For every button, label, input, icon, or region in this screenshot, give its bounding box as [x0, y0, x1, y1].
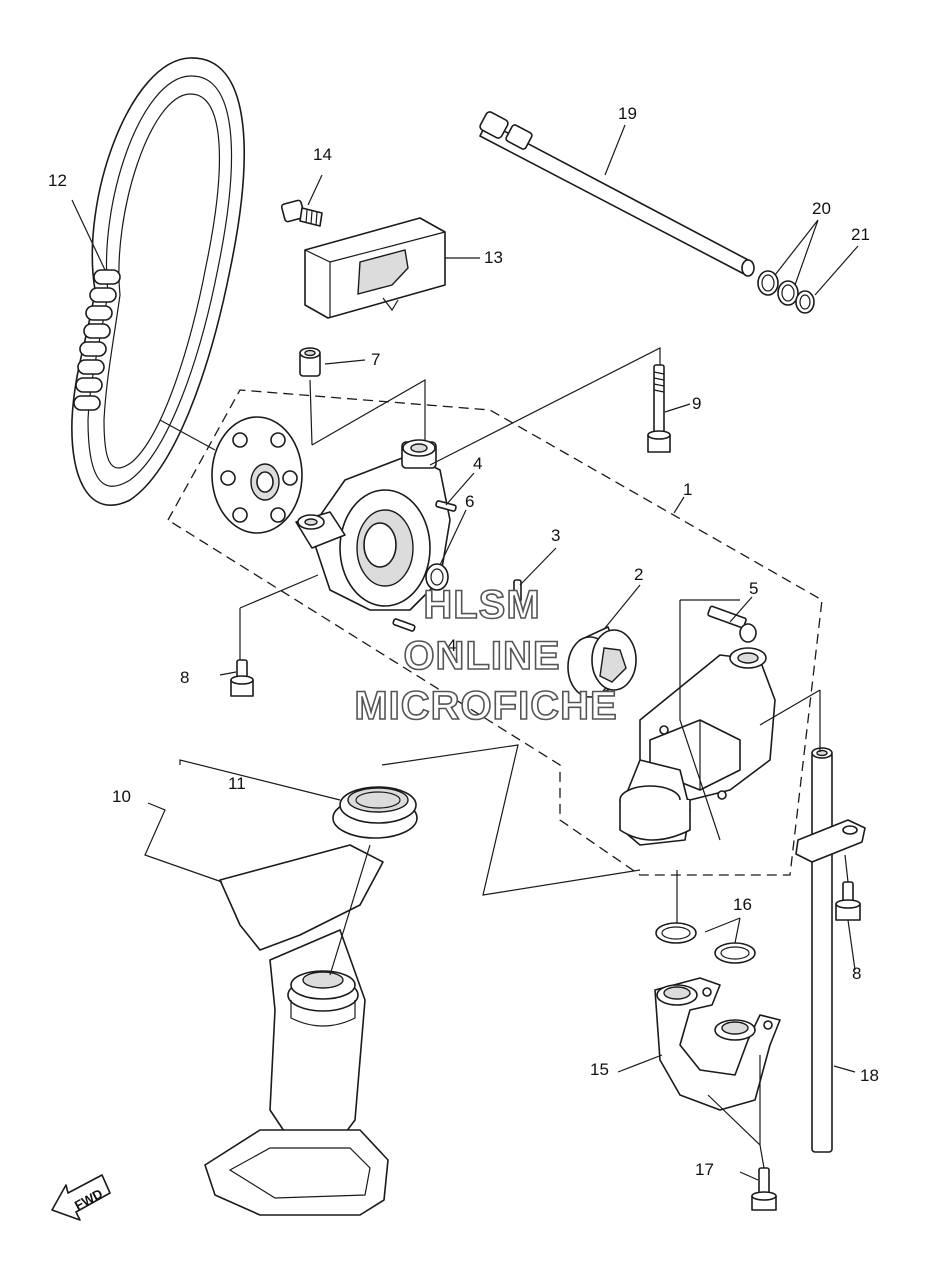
callout-20: 20 — [812, 199, 831, 218]
part-9-bolt[interactable] — [647, 364, 671, 453]
part-18-tube[interactable] — [795, 747, 866, 1153]
drive-sprocket[interactable] — [211, 416, 303, 534]
callout-3: 3 — [551, 526, 560, 545]
part-2-rotor[interactable] — [567, 626, 637, 698]
callout-8-left: 8 — [180, 668, 189, 687]
part-6-washer[interactable] — [425, 563, 449, 591]
callout-10: 10 — [112, 787, 131, 806]
oil-pipe-elbow[interactable] — [619, 759, 691, 846]
callout-4-upper: 4 — [473, 454, 482, 473]
fwd-arrow-icon: FWD — [51, 1174, 111, 1221]
part-21-o-ring[interactable] — [795, 290, 815, 314]
oil-pump-cover[interactable] — [639, 647, 776, 801]
callout-2: 2 — [634, 565, 643, 584]
watermark-line-1: HLSM — [423, 583, 540, 627]
callout-19: 19 — [618, 104, 637, 123]
callout-11: 11 — [228, 774, 246, 793]
part-4-pin-lower[interactable] — [392, 618, 416, 632]
callout-1: 1 — [683, 480, 692, 499]
part-19-shaft[interactable] — [479, 111, 755, 277]
callout-15: 15 — [590, 1060, 609, 1079]
callout-14: 14 — [313, 145, 332, 164]
callout-21: 21 — [851, 225, 870, 244]
part-20-o-ring-a[interactable] — [757, 270, 779, 296]
part-17-bolt[interactable] — [751, 1167, 777, 1211]
assembly-boundary — [167, 389, 823, 876]
callout-4-lower: 4 — [447, 636, 456, 655]
callout-6: 6 — [465, 492, 474, 511]
part-7-dowel[interactable] — [299, 347, 321, 377]
part-15-oil-pipe[interactable] — [654, 977, 781, 1111]
chain-links — [73, 269, 121, 411]
part-8-bolt-left[interactable] — [230, 659, 254, 697]
leader-lines — [71, 124, 859, 1181]
part-10-oil-strainer[interactable] — [204, 844, 389, 1216]
callout-16: 16 — [733, 895, 752, 914]
part-3-pin[interactable] — [513, 579, 522, 603]
part-16-o-ring-b[interactable] — [714, 942, 756, 964]
part-8-bolt-right[interactable] — [835, 881, 861, 921]
callout-labels: 12 14 13 19 20 21 7 9 4 1 6 3 2 5 4 8 11… — [48, 104, 879, 1179]
part-5-bolt[interactable] — [707, 605, 757, 643]
part-13-chain-guide[interactable] — [304, 217, 446, 319]
part-16-o-ring-a[interactable] — [655, 922, 697, 944]
callout-8-right: 8 — [852, 964, 861, 983]
callout-12: 12 — [48, 171, 67, 190]
part-4-pin-upper[interactable] — [435, 500, 457, 512]
callout-5: 5 — [749, 579, 758, 598]
watermark-line-2: ONLINE — [403, 634, 560, 678]
part-14-bolt[interactable] — [280, 199, 323, 227]
oil-pump-body[interactable] — [295, 439, 451, 611]
callout-17: 17 — [695, 1160, 714, 1179]
part-11-seal[interactable] — [332, 786, 418, 839]
watermark-line-3: MICROFICHE — [354, 684, 617, 728]
callout-13: 13 — [484, 248, 503, 267]
part-20-o-ring-b[interactable] — [777, 280, 799, 306]
callout-7: 7 — [371, 350, 380, 369]
callout-9: 9 — [692, 394, 701, 413]
part-12-chain[interactable] — [71, 57, 245, 506]
callout-18: 18 — [860, 1066, 879, 1085]
watermark: HLSM ONLINE MICROFICHE — [354, 582, 618, 729]
